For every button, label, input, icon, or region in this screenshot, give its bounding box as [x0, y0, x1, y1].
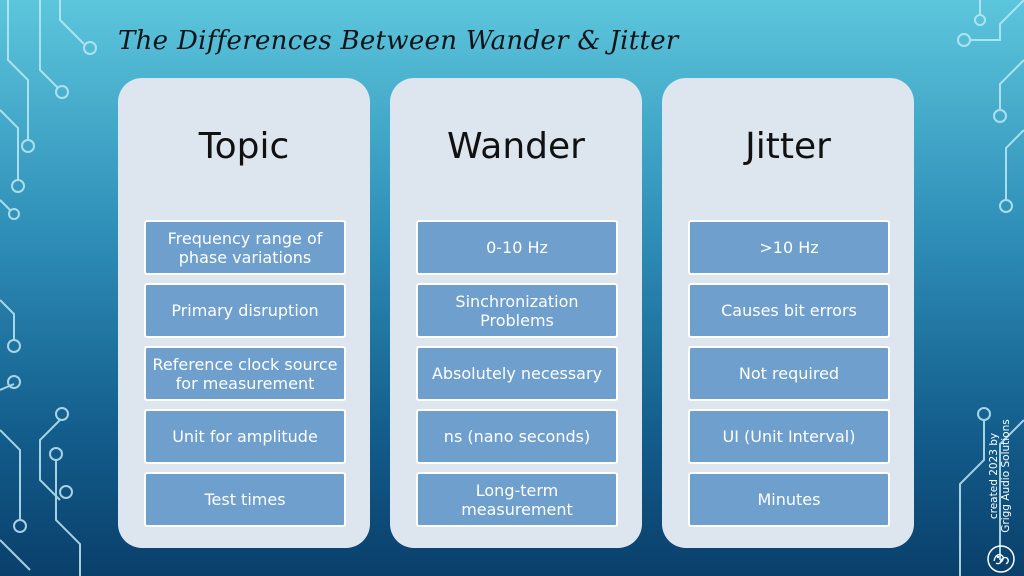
table-cell: Reference clock source for measurement [144, 346, 346, 401]
table-cell: Frequency range of phase variations [144, 220, 346, 275]
table-cell: Minutes [688, 472, 890, 527]
table-cell: ns (nano seconds) [416, 409, 618, 464]
jitter-cells: >10 Hz Causes bit errors Not required UI… [688, 220, 890, 535]
topic-cells: Frequency range of phase variations Prim… [144, 220, 346, 535]
table-cell: Primary disruption [144, 283, 346, 338]
table-cell: Long-term measurement [416, 472, 618, 527]
table-cell: Sinchronization Problems [416, 283, 618, 338]
slide-title: The Differences Between Wander & Jitter [118, 26, 679, 56]
column-topic: Topic Frequency range of phase variation… [118, 78, 370, 548]
table-cell: Not required [688, 346, 890, 401]
table-cell: 0-10 Hz [416, 220, 618, 275]
table-cell: Absolutely necessary [416, 346, 618, 401]
column-heading-wander: Wander [447, 126, 585, 167]
grigg-audio-logo-icon [987, 545, 1015, 573]
wander-cells: 0-10 Hz Sinchronization Problems Absolut… [416, 220, 618, 535]
column-heading-jitter: Jitter [745, 126, 831, 167]
credit: created 2023 by Grigg Audio Solutions [980, 414, 1020, 564]
column-heading-topic: Topic [198, 126, 290, 167]
credit-line-1: created 2023 by [988, 432, 1000, 520]
credit-line-2: Grigg Audio Solutions [1000, 419, 1012, 533]
table-cell: UI (Unit Interval) [688, 409, 890, 464]
table-cell: Causes bit errors [688, 283, 890, 338]
column-wander: Wander 0-10 Hz Sinchronization Problems … [390, 78, 642, 548]
table-cell: >10 Hz [688, 220, 890, 275]
table-cell: Unit for amplitude [144, 409, 346, 464]
column-jitter: Jitter >10 Hz Causes bit errors Not requ… [662, 78, 914, 548]
table-cell: Test times [144, 472, 346, 527]
